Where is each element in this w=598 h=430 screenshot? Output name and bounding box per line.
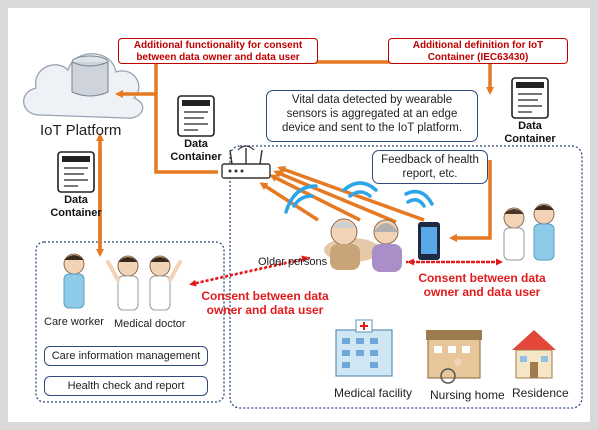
data-container-icon-left: [57, 151, 95, 193]
medical-staff-right-illustration: [503, 203, 555, 261]
care-info-bar: Care information management: [44, 346, 208, 366]
nursing-home-icon: [426, 330, 482, 384]
vital-data-callout: Vital data detected by wearable sensors …: [266, 90, 478, 142]
data-container-icon-right: [511, 77, 549, 119]
home-side-group: [229, 145, 583, 409]
data-container-label-left: Data Container: [50, 194, 102, 219]
consent-arrows: [189, 255, 503, 287]
nursing-home-label: Nursing home: [430, 388, 505, 402]
cloud-icon: [23, 53, 144, 119]
care-side-group: [35, 241, 225, 403]
data-container-label-top: Data Container: [170, 138, 222, 163]
medical-facility-label: Medical facility: [334, 386, 413, 400]
iec-definition-callout: Additional definition for IoT Container …: [388, 38, 568, 64]
care-staff-illustration: [63, 253, 182, 311]
consent-right-label: Consent between data owner and data user: [418, 271, 546, 299]
platform-label: IoT Platform: [40, 122, 122, 139]
smartphone-icon: [418, 222, 440, 260]
data-container-icon-top: [177, 95, 215, 137]
wifi-waves: [284, 181, 434, 214]
consent-left-label: Consent between data owner and data user: [201, 289, 329, 317]
older-persons-illustration: [324, 218, 402, 272]
medical-doctor-label: Medical doctor: [114, 318, 186, 330]
health-check-bar: Health check and report: [44, 376, 208, 396]
consent-function-callout: Additional functionality for consent bet…: [118, 38, 318, 64]
residence-label: Residence: [512, 386, 569, 400]
residence-icon: [512, 330, 556, 379]
edge-device-icon: [221, 145, 271, 179]
medical-facility-icon: [335, 319, 393, 377]
data-container-label-right: Data Container: [504, 120, 556, 145]
older-persons-label: Older persons: [258, 256, 328, 268]
care-worker-label: Care worker: [44, 316, 104, 328]
feedback-callout: Feedback of health report, etc.: [372, 150, 488, 184]
